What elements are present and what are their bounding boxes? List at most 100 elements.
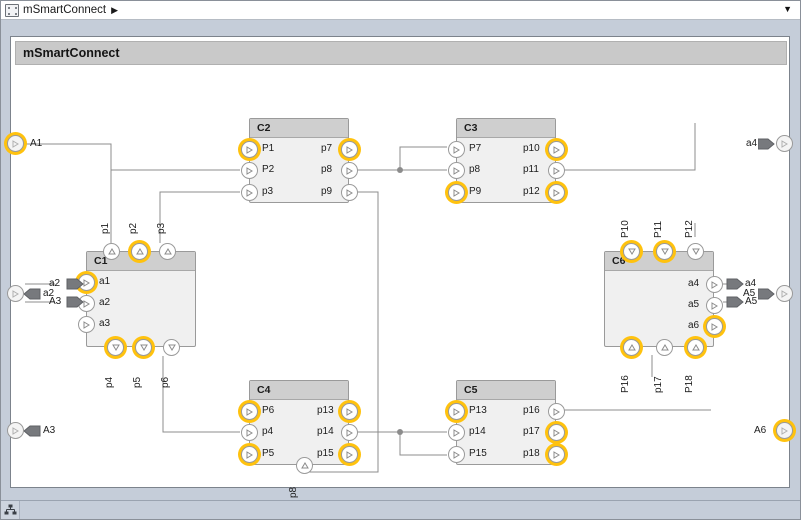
- block-C5-title: C5: [457, 381, 555, 400]
- block-C1-port-p1-label: p1: [100, 222, 111, 234]
- block-C3-port-p11-label: p11: [523, 164, 539, 175]
- block-C2-port-P2[interactable]: [241, 162, 258, 179]
- block-C3-port-p11[interactable]: [548, 162, 565, 179]
- breadcrumb-label[interactable]: mSmartConnect: [23, 4, 107, 16]
- edge-port-A5[interactable]: [776, 285, 793, 302]
- block-C4-port-p15[interactable]: [341, 446, 358, 463]
- breadcrumb-arrow-icon[interactable]: ▶: [111, 4, 119, 15]
- subsystem-title: mSmartConnect: [15, 41, 787, 65]
- block-C2-port-p8[interactable]: [341, 162, 358, 179]
- block-C5-port-p18[interactable]: [548, 446, 565, 463]
- edge-port-a4-label: a4: [746, 138, 758, 149]
- subsystem-icon: [5, 3, 19, 17]
- block-C6-port-a5[interactable]: [706, 297, 723, 314]
- block-C4-port-P6[interactable]: [241, 403, 258, 420]
- block-C5-port-p17-label: p17: [523, 426, 540, 437]
- block-C5-port-p14-label: p14: [469, 426, 486, 437]
- block-C4-port-p14-label: p14: [317, 426, 334, 437]
- block-C2-port-p3[interactable]: [241, 184, 258, 201]
- chevron-down-icon[interactable]: ▼: [783, 4, 792, 14]
- edge-port-a4-tag: [758, 138, 775, 150]
- block-C4-port-p13[interactable]: [341, 403, 358, 420]
- block-C6-port-a6-label: a6: [688, 320, 700, 331]
- edge-port-a2-tag: [24, 288, 41, 300]
- edge-port-A6-label: A6: [754, 425, 767, 436]
- block-C3-port-P9[interactable]: [448, 184, 465, 201]
- edge-port-A1[interactable]: [7, 135, 24, 152]
- block-C2-title: C2: [250, 119, 348, 138]
- inner-tag-right-A5: A5: [745, 296, 758, 307]
- block-C3-port-P7[interactable]: [448, 141, 465, 158]
- block-C6-port-P12[interactable]: [687, 243, 704, 260]
- block-C6-port-a4-label: a4: [688, 278, 700, 289]
- block-C1-port-p5-label: p5: [132, 376, 143, 388]
- block-C6-port-P10-label: P10: [620, 220, 631, 238]
- block-C5[interactable]: C5: [456, 380, 556, 465]
- block-C5-port-P13[interactable]: [448, 403, 465, 420]
- block-C1-port-p6-label: p6: [160, 376, 171, 388]
- block-C6-port-P12-label: P12: [684, 220, 695, 238]
- block-C1-port-a3[interactable]: [78, 316, 95, 333]
- block-C1-port-a2[interactable]: [78, 295, 95, 312]
- model-hierarchy-icon[interactable]: [1, 501, 20, 519]
- block-C4[interactable]: C4: [249, 380, 349, 465]
- edge-port-a2-label: a2: [43, 288, 55, 299]
- block-C2[interactable]: C2: [249, 118, 349, 203]
- block-C1-port-p5[interactable]: [135, 339, 152, 356]
- block-C1-port-p3[interactable]: [159, 243, 176, 260]
- block-C2-port-p9[interactable]: [341, 184, 358, 201]
- block-C5-port-p14[interactable]: [448, 424, 465, 441]
- block-C3-port-p12-label: p12: [523, 186, 540, 197]
- block-C6-port-p17[interactable]: [656, 339, 673, 356]
- model-canvas[interactable]: mSmartConnect: [1, 20, 800, 500]
- block-C1-port-a3-label: a3: [99, 318, 111, 329]
- block-C3-port-P9-label: P9: [469, 186, 482, 197]
- block-C4-port-bottom[interactable]: [296, 457, 313, 474]
- subsystem-frame[interactable]: mSmartConnect: [10, 36, 790, 498]
- block-C4-port-p14[interactable]: [341, 424, 358, 441]
- block-C4-title: C4: [250, 381, 348, 400]
- block-C2-port-P1[interactable]: [241, 141, 258, 158]
- block-C2-port-p9-label: p9: [321, 186, 333, 197]
- edge-port-A3-tag: [24, 425, 41, 437]
- block-C1-port-a2-label: a2: [99, 297, 111, 308]
- block-C3-port-p12[interactable]: [548, 184, 565, 201]
- edge-port-a2[interactable]: [7, 285, 24, 302]
- block-C6-port-P18-label: P18: [684, 375, 695, 393]
- block-C4-port-p15-label: p15: [317, 448, 334, 459]
- block-C1-port-a1[interactable]: [78, 274, 95, 291]
- block-C3-title: C3: [457, 119, 555, 138]
- block-C5-port-p18-label: p18: [523, 448, 540, 459]
- edge-port-A5-tag: [758, 288, 775, 300]
- block-C3[interactable]: C3: [456, 118, 556, 203]
- block-C3-port-p10-label: p10: [523, 143, 540, 154]
- block-C1-port-p4[interactable]: [107, 339, 124, 356]
- block-C6-port-P18[interactable]: [687, 339, 704, 356]
- edge-port-A5-label: A5: [743, 288, 756, 299]
- block-C6-port-P11-label: P11: [653, 220, 664, 238]
- block-C6[interactable]: C6: [604, 251, 714, 347]
- block-C1-port-p6[interactable]: [163, 339, 180, 356]
- block-C2-port-p7[interactable]: [341, 141, 358, 158]
- inner-tag-left-A3: A3: [49, 296, 62, 307]
- block-C4-port-P5[interactable]: [241, 446, 258, 463]
- block-C6-port-P10[interactable]: [623, 243, 640, 260]
- block-C6-port-P16[interactable]: [623, 339, 640, 356]
- block-C5-port-p16[interactable]: [548, 403, 565, 420]
- block-C1-port-p2[interactable]: [131, 243, 148, 260]
- block-C5-port-P15[interactable]: [448, 446, 465, 463]
- block-C6-port-a4[interactable]: [706, 276, 723, 293]
- block-C5-port-p16-label: p16: [523, 405, 540, 416]
- edge-port-A3[interactable]: [7, 422, 24, 439]
- block-C4-port-p4[interactable]: [241, 424, 258, 441]
- block-C1-port-p3-label: p3: [156, 222, 167, 234]
- block-C3-port-p8[interactable]: [448, 162, 465, 179]
- block-C6-port-a6[interactable]: [706, 318, 723, 335]
- edge-port-a4[interactable]: [776, 135, 793, 152]
- block-C6-port-P11[interactable]: [656, 243, 673, 260]
- edge-port-A6[interactable]: [776, 422, 793, 439]
- block-C1-port-p1[interactable]: [103, 243, 120, 260]
- block-C3-port-p10[interactable]: [548, 141, 565, 158]
- block-C5-port-p17[interactable]: [548, 424, 565, 441]
- block-C2-port-p8-label: p8: [321, 164, 333, 175]
